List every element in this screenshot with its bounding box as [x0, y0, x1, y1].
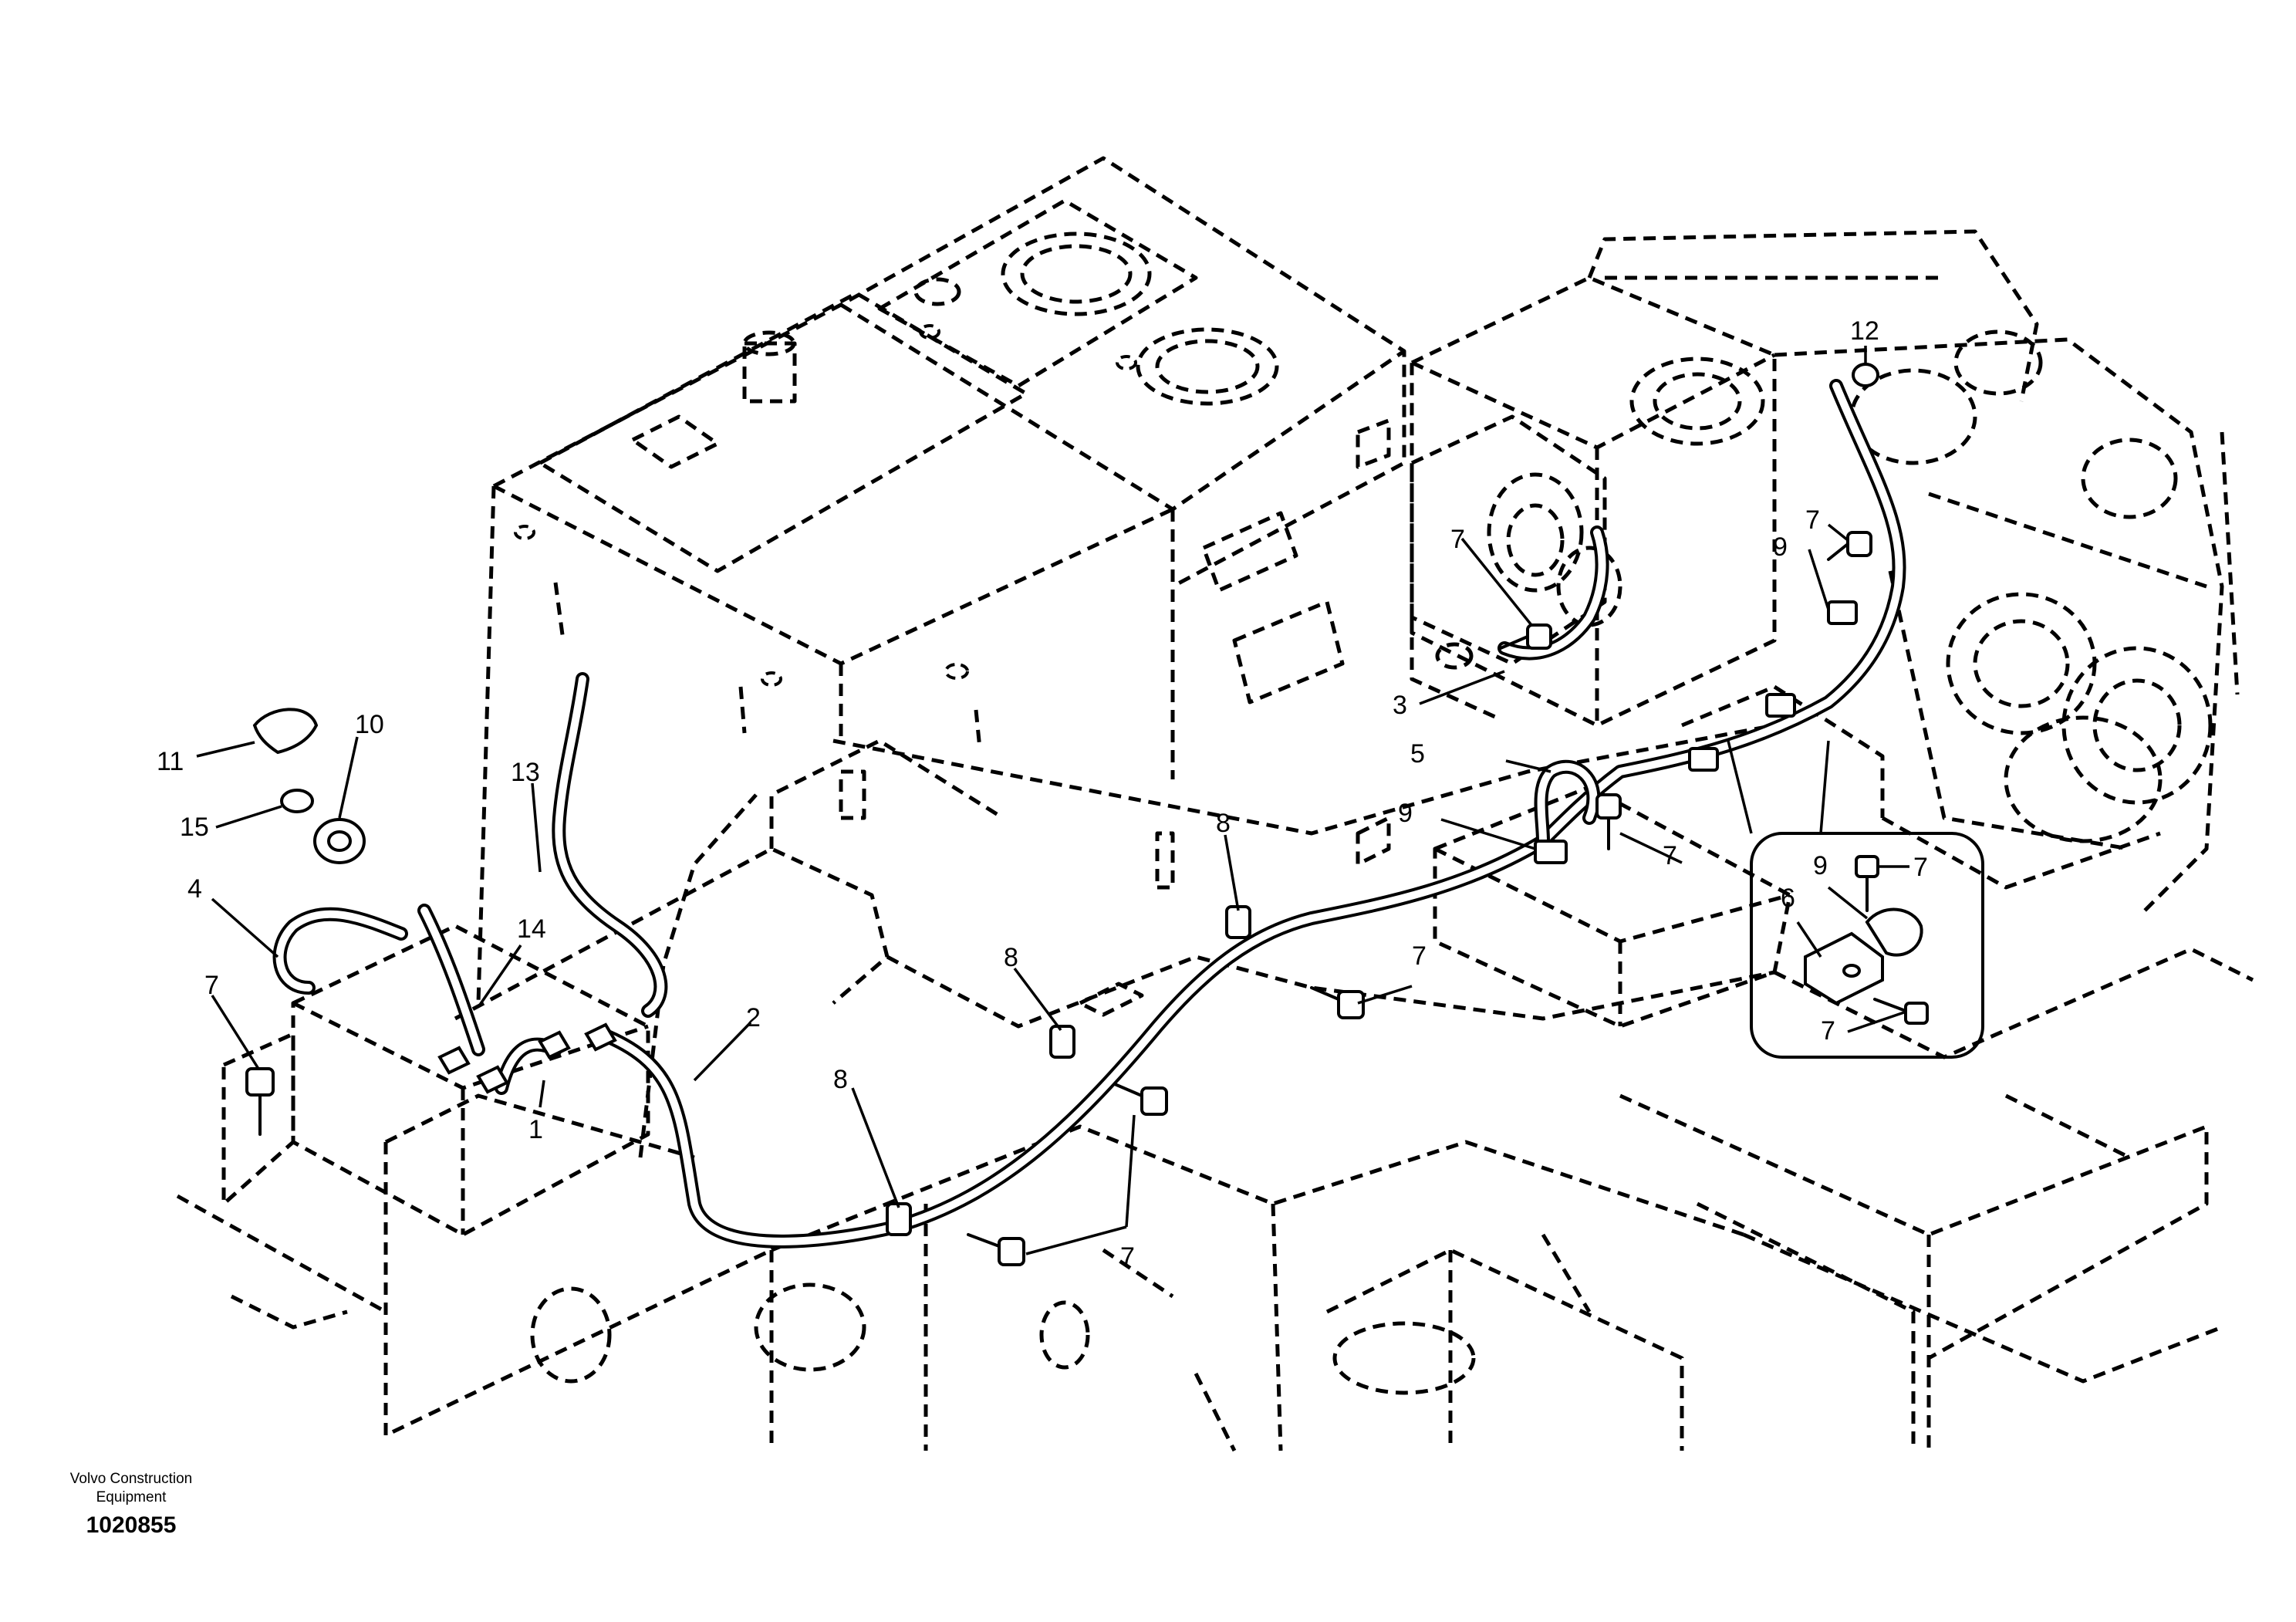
bracket-part — [1827, 600, 1858, 625]
bolt-part — [1499, 623, 1552, 650]
callout-15: 15 — [180, 813, 209, 842]
bracket-part — [1765, 693, 1796, 718]
callout-7: 7 — [1805, 505, 1820, 535]
parts — [245, 363, 1879, 1266]
bolt-part — [967, 1233, 1025, 1266]
callout-11: 11 — [157, 747, 184, 776]
bolt-part — [245, 1067, 275, 1136]
bolt-part — [1113, 1083, 1168, 1116]
callout-14: 14 — [517, 914, 546, 944]
callout-8: 8 — [833, 1065, 848, 1094]
callout-8: 8 — [1004, 943, 1018, 972]
leader-lines — [196, 346, 1909, 1255]
callout-2: 2 — [746, 1003, 761, 1032]
callout-10: 10 — [355, 710, 384, 739]
callout-7: 7 — [1821, 1016, 1835, 1046]
company-line-2: Equipment — [96, 1489, 167, 1505]
bolt-part — [1310, 986, 1365, 1019]
callout-7: 7 — [1120, 1242, 1135, 1272]
callout-labels: 11 10 15 4 7 13 14 1 2 8 8 8 7 7 7 3 5 9… — [157, 316, 1928, 1272]
bracket-part — [1534, 840, 1568, 864]
drawing-number: 1020855 — [86, 1512, 177, 1538]
callout-7: 7 — [204, 971, 219, 1000]
company-line-1: Volvo Construction — [69, 1471, 193, 1487]
bracket-part — [1688, 747, 1719, 772]
bolt-part — [1827, 531, 1872, 561]
callout-1: 1 — [528, 1115, 543, 1144]
callout-7: 7 — [1663, 841, 1677, 870]
callout-5: 5 — [1410, 739, 1425, 769]
washer-part — [280, 789, 314, 813]
bolt-part — [1595, 793, 1622, 850]
callout-13: 13 — [511, 758, 540, 787]
callout-7: 7 — [1412, 941, 1427, 971]
callout-9: 9 — [1813, 851, 1828, 880]
detail-inset — [1727, 740, 1984, 1059]
nut-part — [1852, 363, 1879, 387]
callout-9: 9 — [1398, 799, 1413, 828]
callout-9: 9 — [1773, 532, 1788, 562]
callout-6: 6 — [1781, 884, 1795, 913]
clamp-part — [886, 1202, 912, 1236]
cable-routing — [272, 379, 1906, 1249]
company-caption: Volvo Construction Equipment — [46, 1470, 216, 1507]
callout-4: 4 — [187, 874, 202, 904]
callout-8: 8 — [1216, 809, 1231, 838]
callout-7: 7 — [1913, 853, 1928, 882]
clamp-part — [1049, 1025, 1075, 1059]
clip-part — [252, 708, 319, 755]
callout-7: 7 — [1450, 525, 1465, 554]
machine-outline — [176, 156, 2254, 1452]
callout-3: 3 — [1393, 691, 1407, 720]
clamp-part — [1225, 905, 1251, 939]
callout-12: 12 — [1850, 316, 1879, 346]
